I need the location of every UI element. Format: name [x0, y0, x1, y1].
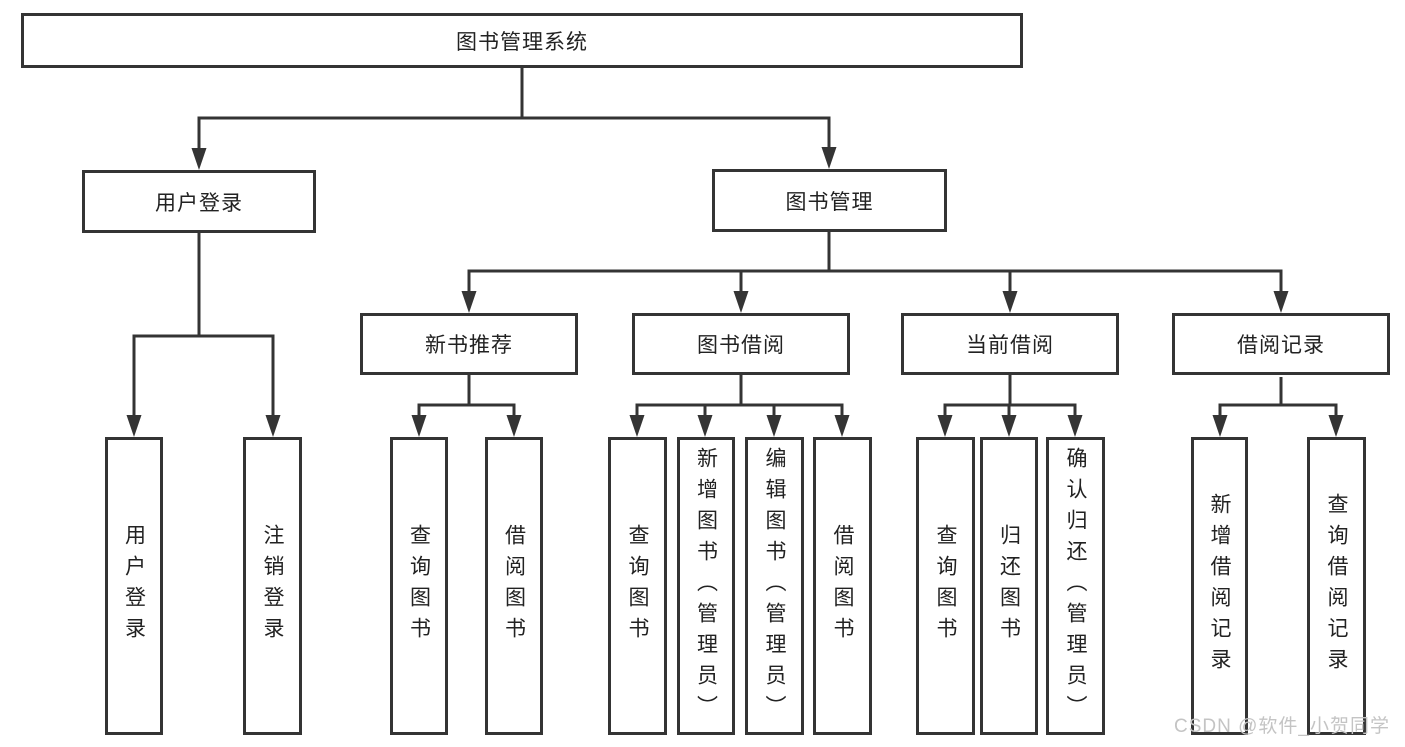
arrowhead-icon	[506, 415, 522, 437]
arrowhead-icon	[821, 147, 837, 169]
arrowhead-icon	[126, 415, 142, 437]
node-book-borrowing: 图书借阅	[632, 313, 850, 375]
leaf-return-books: 归还图书	[980, 437, 1038, 735]
arrowhead-icon	[1273, 291, 1289, 313]
node-borrowing-records: 借阅记录	[1172, 313, 1390, 375]
leaf-label: 查询图书	[407, 524, 431, 648]
leaf-label: 借阅图书	[831, 524, 854, 648]
leaf-label: 用户登录	[122, 524, 146, 648]
leaf-confirm-return-admin: 确认归还（管理员）	[1046, 437, 1105, 735]
arrowhead-icon	[697, 415, 713, 437]
node-library-management-system: 图书管理系统	[21, 13, 1023, 68]
leaf-newbooks-borrow-books: 借阅图书	[485, 437, 543, 735]
node-book-management: 图书管理	[712, 169, 947, 232]
leaf-edit-book-admin: 编辑图书（管理员）	[745, 437, 804, 735]
arrowhead-icon	[461, 291, 477, 313]
arrowhead-icon	[629, 415, 645, 437]
arrowhead-icon	[265, 415, 281, 437]
leaf-logout: 注销登录	[243, 437, 302, 735]
leaf-user-login: 用户登录	[105, 437, 163, 735]
arrowhead-icon	[733, 291, 749, 313]
arrowhead-icon	[766, 415, 782, 437]
leaf-label: 借阅图书	[502, 524, 526, 648]
leaf-label: 查询图书	[934, 524, 957, 648]
arrowhead-icon	[1067, 415, 1083, 437]
arrowhead-icon	[1212, 415, 1228, 437]
leaf-add-borrow-record: 新增借阅记录	[1191, 437, 1248, 735]
leaf-add-book-admin: 新增图书（管理员）	[677, 437, 735, 735]
node-new-book-recommend: 新书推荐	[360, 313, 578, 375]
leaf-label: 确认归还（管理员）	[1064, 446, 1087, 726]
leaf-newbooks-query-books: 查询图书	[390, 437, 448, 735]
leaf-current-query-books: 查询图书	[916, 437, 975, 735]
node-user-login: 用户登录	[82, 170, 316, 233]
leaf-label: 新增图书（管理员）	[694, 446, 718, 726]
arrowhead-icon	[834, 415, 850, 437]
leaf-label: 新增借阅记录	[1208, 493, 1231, 679]
leaf-query-borrow-record: 查询借阅记录	[1307, 437, 1366, 735]
leaf-label: 查询图书	[626, 524, 649, 648]
leaf-label: 查询借阅记录	[1325, 493, 1348, 679]
node-current-borrowing: 当前借阅	[901, 313, 1119, 375]
arrowhead-icon	[1328, 415, 1344, 437]
leaf-label: 编辑图书（管理员）	[763, 446, 786, 726]
arrowhead-icon	[411, 415, 427, 437]
leaf-borrowing-query-books: 查询图书	[608, 437, 667, 735]
arrowhead-icon	[191, 148, 207, 170]
arrowhead-icon	[937, 415, 953, 437]
leaf-label: 注销登录	[261, 524, 284, 648]
arrowhead-icon	[1001, 415, 1017, 437]
arrowhead-icon	[1002, 291, 1018, 313]
leaf-label: 归还图书	[997, 524, 1021, 648]
leaf-borrowing-borrow-books: 借阅图书	[813, 437, 872, 735]
